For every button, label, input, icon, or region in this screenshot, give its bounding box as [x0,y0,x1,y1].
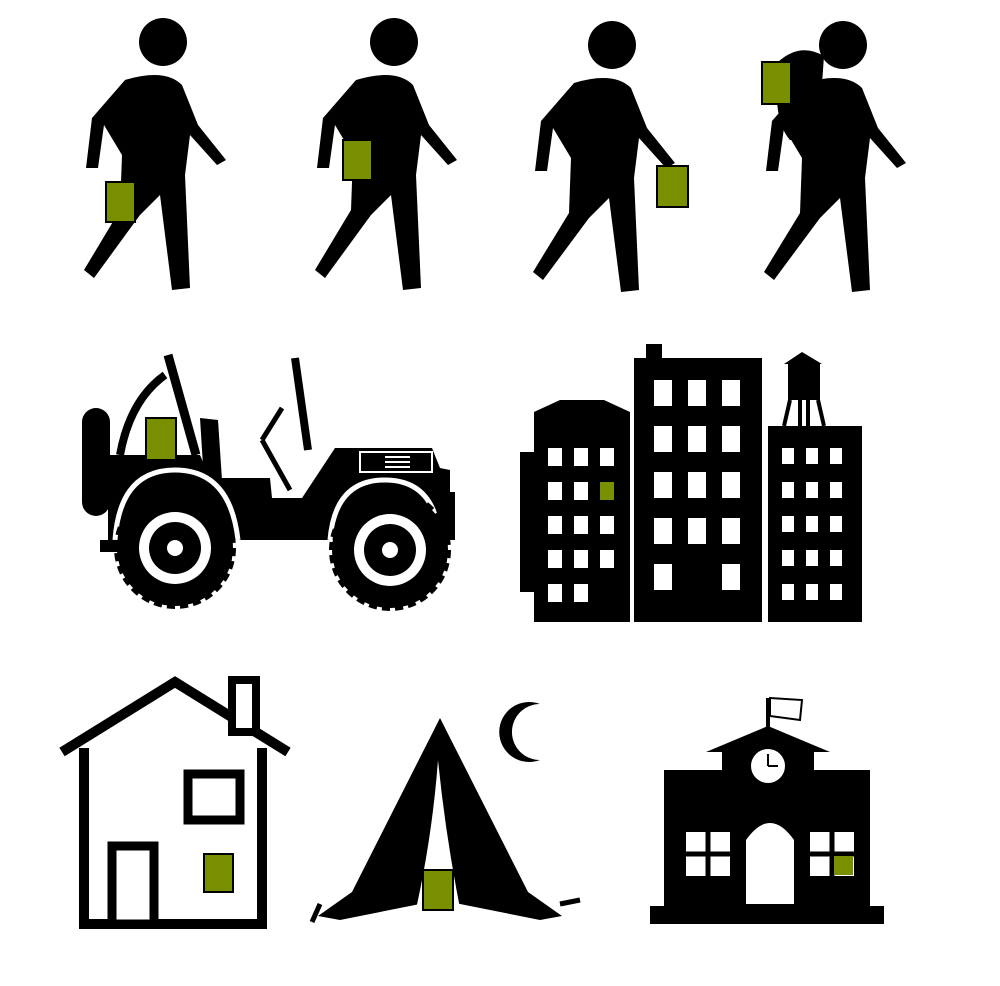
flag-icon [769,696,804,722]
city-buildings-icon [520,344,862,622]
walking-person-icon [84,18,226,290]
book-marker-icon [656,165,689,208]
book-marker-icon [422,869,454,911]
book-marker-icon [145,417,177,461]
house-icon [59,676,291,929]
tent-icon [309,718,581,924]
book-marker-icon [105,181,136,223]
walking-person-icon [533,21,689,292]
book-marker-icon [203,853,234,893]
school-door [746,823,794,904]
jeep-wheel-icon [114,487,236,609]
backpacker-icon [761,21,906,292]
crescent-moon-icon [499,702,540,762]
clock-icon [751,749,785,783]
book-marker-icon [761,61,792,105]
jeep-wheel-icon [329,489,451,611]
lit-window-icon [600,482,614,500]
jeep-icon [82,353,455,611]
book-marker-icon [342,139,373,181]
walking-person-icon [315,18,457,290]
school-window-left [686,832,730,876]
school-window-right [810,832,854,876]
lit-window-icon [834,856,853,875]
school-building-icon [650,696,884,924]
